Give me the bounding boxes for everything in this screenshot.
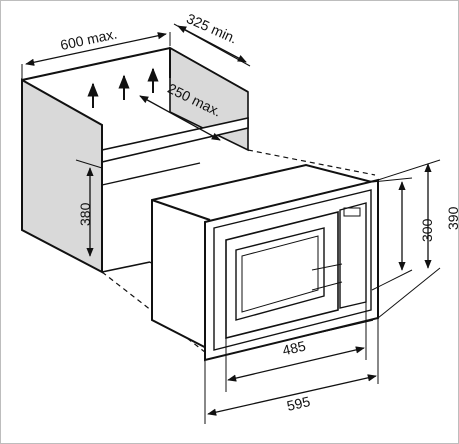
label-390: 390 [445, 206, 459, 230]
dimension-height-body: 300 [371, 177, 435, 291]
dimension-height-cabinet: 380 [75, 159, 103, 257]
label-380: 380 [77, 202, 93, 226]
label-300: 300 [419, 218, 435, 242]
control-panel-display [343, 207, 361, 217]
label-485: 485 [281, 337, 308, 358]
label-600-max: 600 max. [59, 25, 119, 53]
microwave-appliance [151, 163, 379, 362]
ventilation-arrows [87, 67, 159, 108]
door-window [235, 227, 325, 321]
label-325-min: 325 min. [184, 10, 240, 46]
door-window-inner [241, 235, 319, 313]
dimension-width-frame: 595 [204, 318, 379, 424]
dimension-height-frame: 390 [377, 159, 459, 319]
control-panel [339, 202, 367, 309]
label-595: 595 [285, 393, 312, 414]
